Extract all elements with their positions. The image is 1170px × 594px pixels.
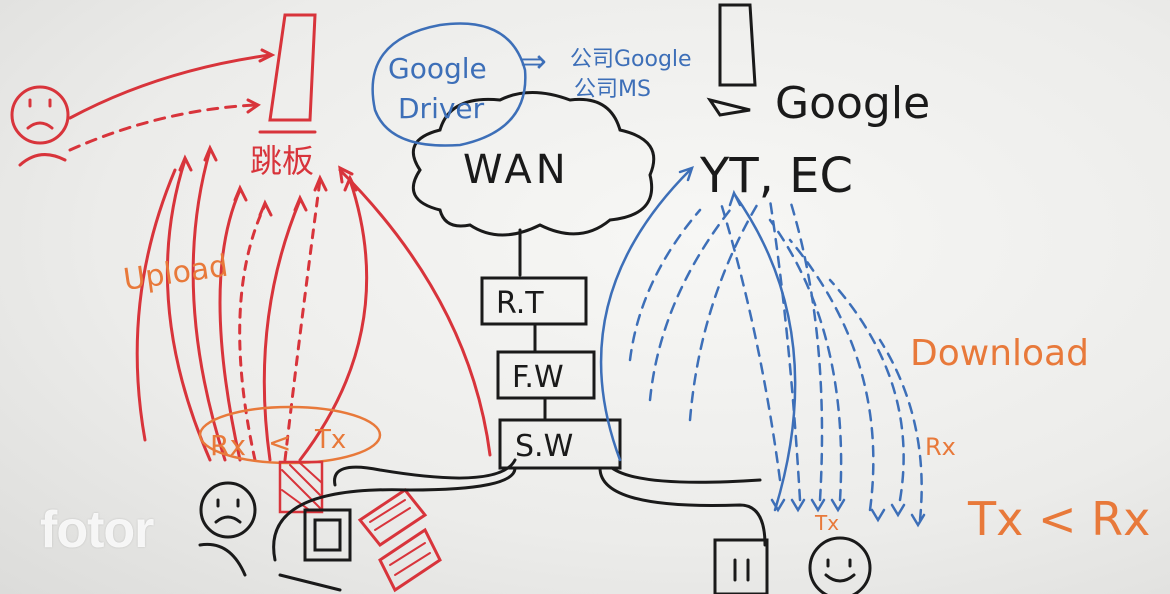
google-laptop-icon xyxy=(718,3,757,87)
left-rx-label: Rx xyxy=(210,429,246,462)
upload-side xyxy=(10,13,492,593)
download-side xyxy=(599,166,926,528)
computer-right-icon xyxy=(713,538,769,594)
paper-icon xyxy=(357,487,428,548)
tx-lt-rx-label: Tx < Rx xyxy=(967,492,1150,546)
laptop-icon xyxy=(268,13,317,122)
cjk-label: 跳板 xyxy=(250,142,314,180)
switch-label: S.W xyxy=(515,429,573,464)
google-driver-bubble xyxy=(371,22,527,147)
firewall-label: F.W xyxy=(512,360,564,395)
wan-label: WAN xyxy=(463,147,570,193)
sad-face-icon xyxy=(10,85,70,145)
fotor-watermark: fotor xyxy=(40,501,154,559)
google-label: Google xyxy=(775,78,930,129)
sad-mouth xyxy=(26,121,54,130)
bubble-arrow: ⇒ xyxy=(520,42,547,80)
left-tx-label: Tx xyxy=(314,425,346,455)
switch-box xyxy=(498,418,622,470)
network-stack xyxy=(198,3,872,594)
upload-label: Upload xyxy=(121,249,230,298)
crossed-box-icon xyxy=(278,460,324,514)
note-line2: 公司MS xyxy=(574,77,651,102)
download-label: Download xyxy=(910,333,1089,374)
router-label: R.T xyxy=(496,286,544,321)
note-line1: 公司Google xyxy=(570,47,692,72)
computer-icon xyxy=(303,508,352,562)
right-tx-label: Tx xyxy=(814,511,839,535)
bubble-line2: Driver xyxy=(398,92,485,125)
right-rx-label: Rx xyxy=(925,433,956,461)
bubble-line1: Google xyxy=(388,52,487,85)
happy-face-icon xyxy=(808,536,872,594)
wan-cloud-icon xyxy=(411,91,656,237)
yt-ec-label: YT, EC xyxy=(699,148,853,204)
sad-face-bottom-icon xyxy=(199,481,257,539)
left-lt-symbol: < xyxy=(268,426,291,459)
